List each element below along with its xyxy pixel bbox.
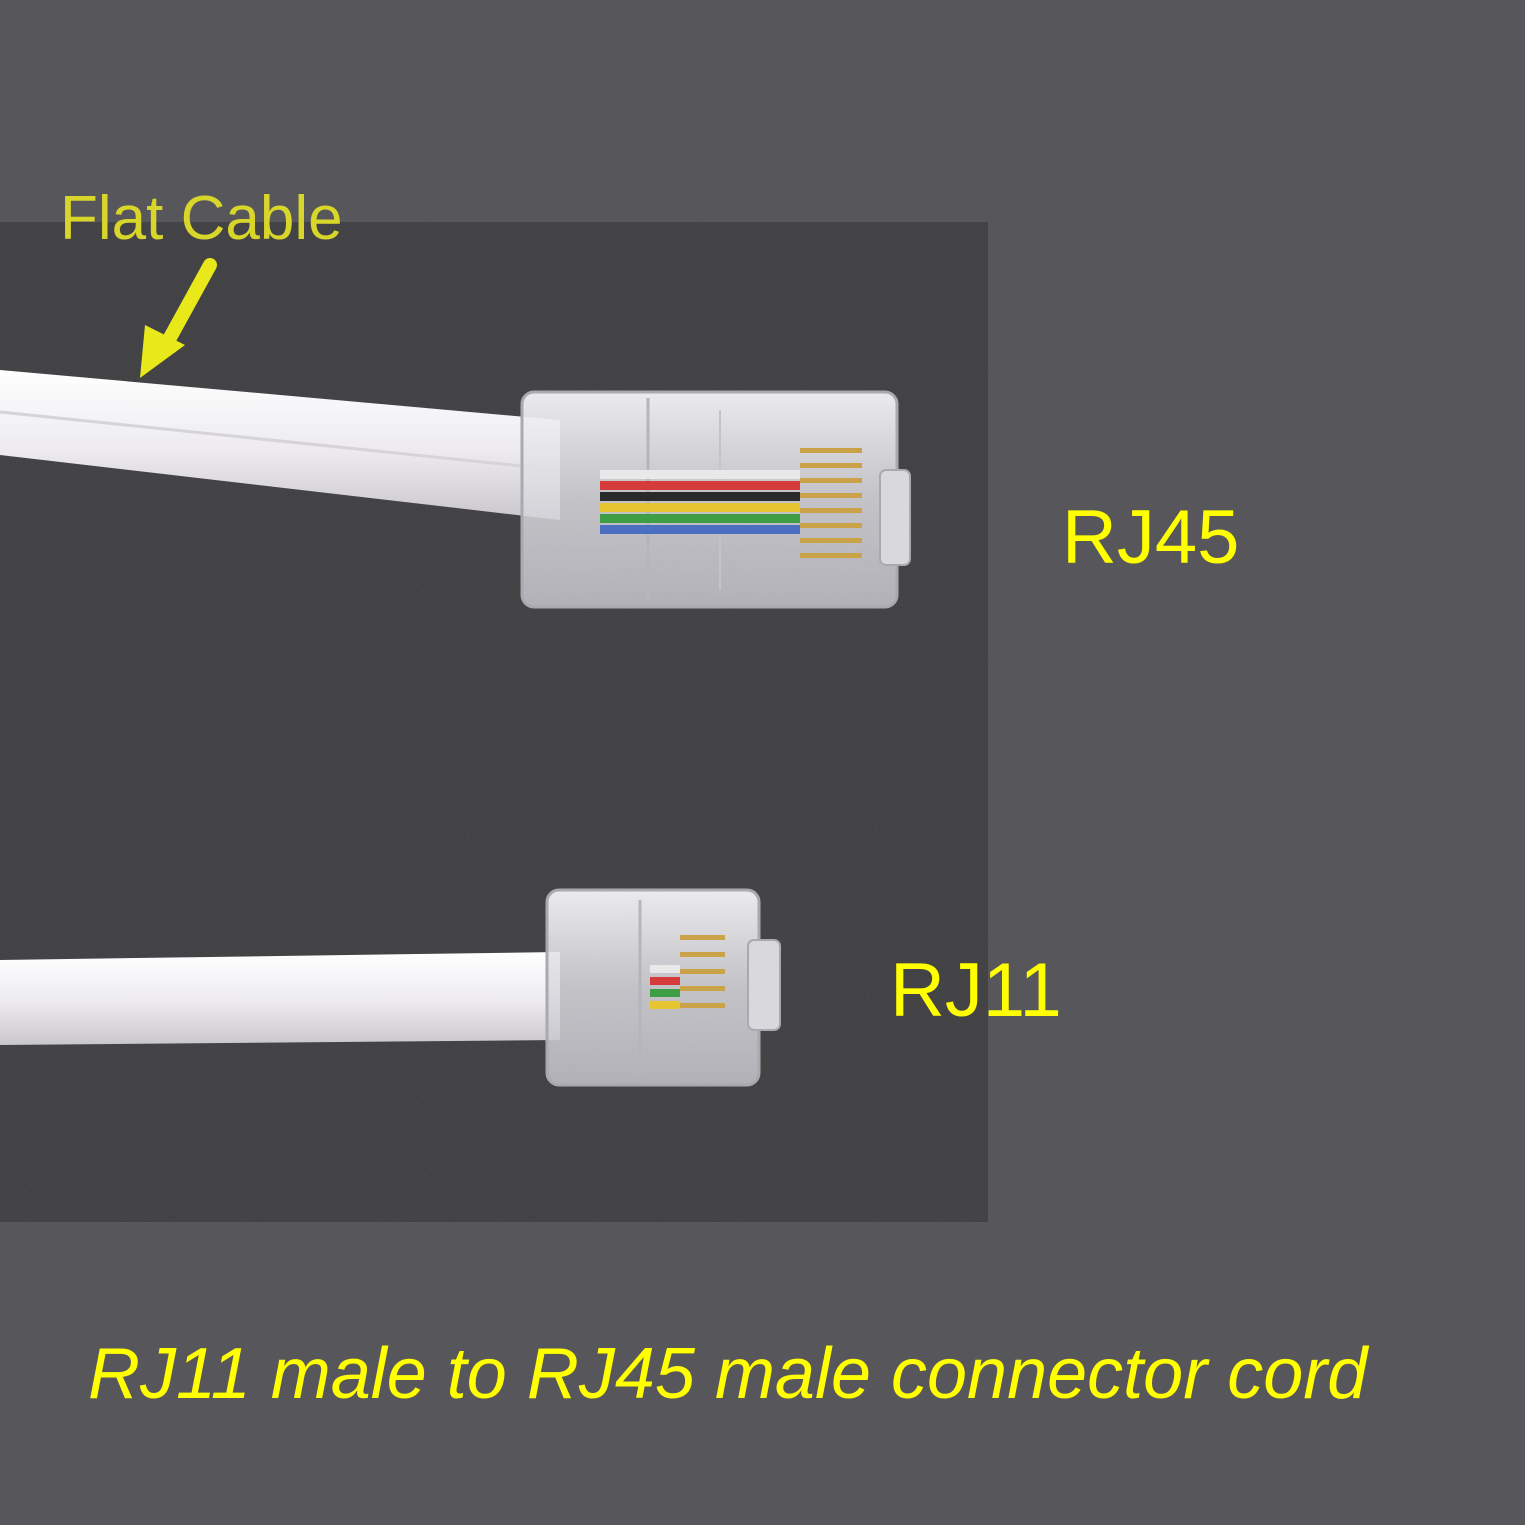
rj45-label: RJ45 <box>1062 495 1240 580</box>
round-cable <box>0 952 560 1045</box>
rj11-label: RJ11 <box>890 948 1062 1033</box>
flat-cable <box>0 370 561 520</box>
arrow-down-left-icon <box>140 258 217 378</box>
rj45-plug <box>520 390 911 609</box>
rj11-plug <box>545 888 781 1087</box>
flat-cable-label: Flat Cable <box>60 184 343 253</box>
product-caption: RJ11 male to RJ45 male connector cord <box>88 1334 1368 1414</box>
